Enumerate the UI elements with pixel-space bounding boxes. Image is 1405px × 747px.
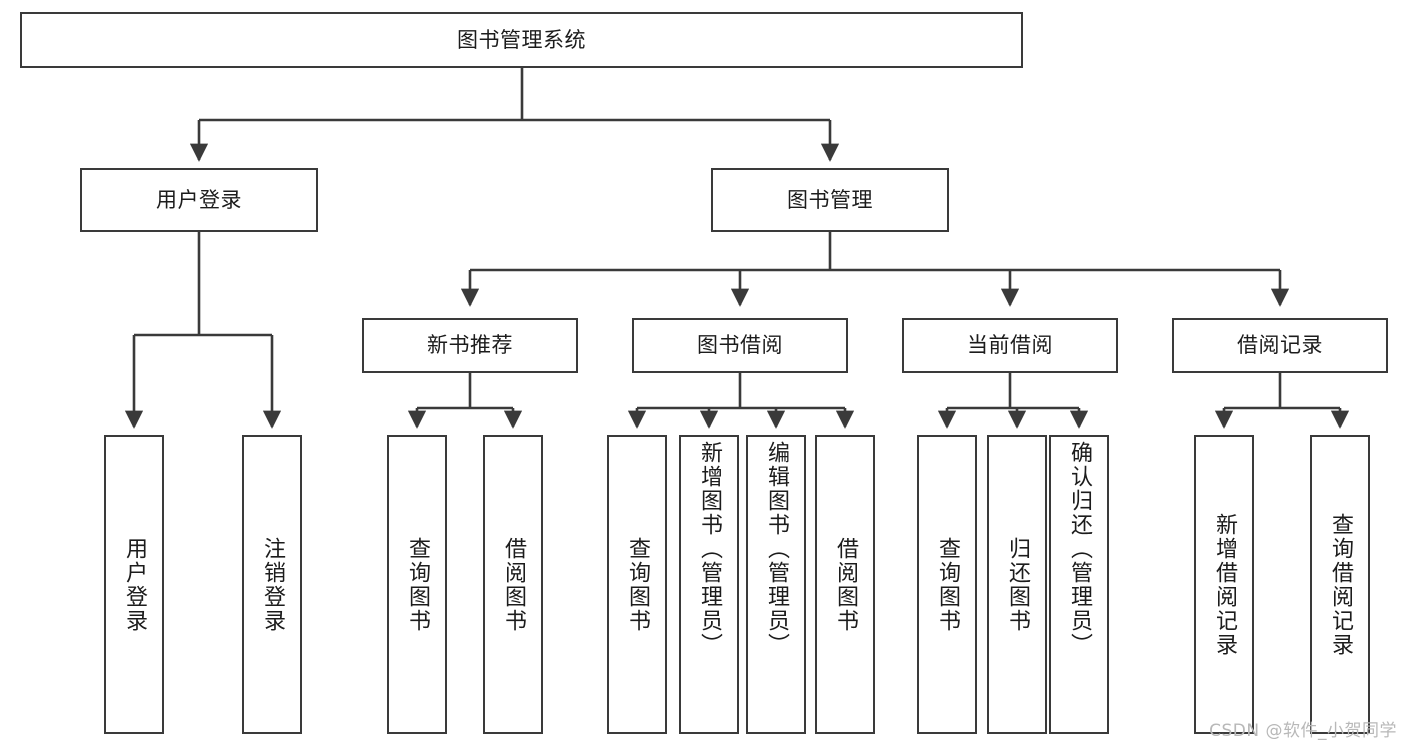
node-borrow-record-label: 借阅记录 <box>1237 333 1323 358</box>
leaf-user-login-login[interactable]: 用户登录 <box>104 435 164 734</box>
leaf-record-add-record[interactable]: 新增借阅记录 <box>1194 435 1254 734</box>
leaf-label: 查询借阅记录 <box>1328 512 1353 657</box>
node-new-book-recommend[interactable]: 新书推荐 <box>362 318 578 373</box>
leaf-recommend-borrow-book[interactable]: 借阅图书 <box>483 435 543 734</box>
node-user-login-label: 用户登录 <box>156 187 242 212</box>
leaf-label: 新增借阅记录 <box>1212 512 1237 657</box>
leaf-label: 查询图书 <box>625 536 650 633</box>
leaf-recommend-query-book[interactable]: 查询图书 <box>387 435 447 734</box>
node-borrow-record[interactable]: 借阅记录 <box>1172 318 1388 373</box>
node-user-login[interactable]: 用户登录 <box>80 168 318 232</box>
leaf-user-login-logout[interactable]: 注销登录 <box>242 435 302 734</box>
node-book-management[interactable]: 图书管理 <box>711 168 949 232</box>
node-current-borrow[interactable]: 当前借阅 <box>902 318 1118 373</box>
leaf-label: 借阅图书 <box>501 536 526 633</box>
node-book-borrow[interactable]: 图书借阅 <box>632 318 848 373</box>
leaf-label: 归还图书 <box>1005 536 1030 633</box>
node-new-book-recommend-label: 新书推荐 <box>427 333 513 358</box>
leaf-borrow-add-book-admin[interactable]: 新增图书（管理员） <box>679 435 739 734</box>
node-book-borrow-label: 图书借阅 <box>697 333 783 358</box>
leaf-current-query-book[interactable]: 查询图书 <box>917 435 977 734</box>
leaf-borrow-edit-book-admin[interactable]: 编辑图书（管理员） <box>746 435 806 734</box>
node-root-label: 图书管理系统 <box>457 27 586 52</box>
node-book-management-label: 图书管理 <box>787 187 873 212</box>
watermark-text: CSDN @软件_小贺同学 <box>1209 721 1397 741</box>
leaf-current-confirm-return-admin[interactable]: 确认归还（管理员） <box>1049 435 1109 734</box>
leaf-current-return-book[interactable]: 归还图书 <box>987 435 1047 734</box>
leaf-label: 确认归还（管理员） <box>1067 441 1092 657</box>
leaf-label: 用户登录 <box>122 536 147 633</box>
leaf-label: 新增图书（管理员） <box>697 441 722 657</box>
node-root[interactable]: 图书管理系统 <box>20 12 1023 68</box>
leaf-borrow-borrow-book[interactable]: 借阅图书 <box>815 435 875 734</box>
node-current-borrow-label: 当前借阅 <box>967 333 1053 358</box>
leaf-label: 注销登录 <box>260 536 285 633</box>
leaf-label: 查询图书 <box>935 536 960 633</box>
leaf-label: 编辑图书（管理员） <box>764 441 789 657</box>
leaf-label: 查询图书 <box>405 536 430 633</box>
leaf-label: 借阅图书 <box>833 536 858 633</box>
leaf-borrow-query-book[interactable]: 查询图书 <box>607 435 667 734</box>
leaf-record-query-record[interactable]: 查询借阅记录 <box>1310 435 1370 734</box>
